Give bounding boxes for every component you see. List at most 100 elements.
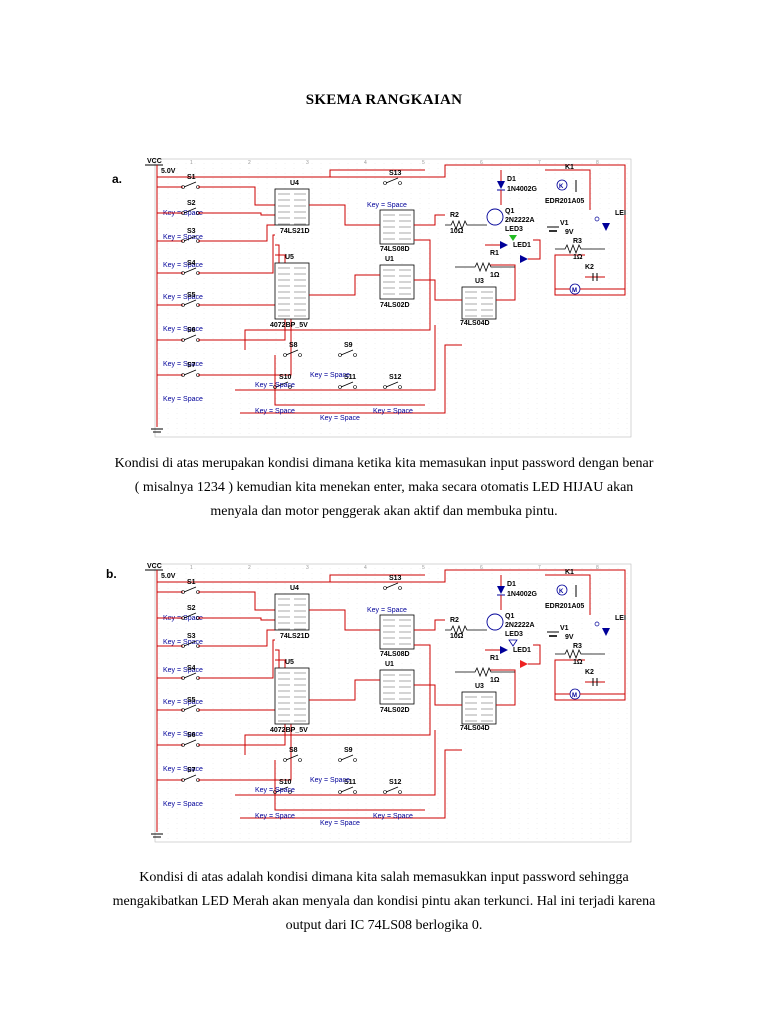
led-red: [520, 255, 528, 263]
part-ref-label: LED1: [513, 647, 531, 654]
key-label: Key = Space: [163, 699, 203, 706]
wire: [235, 325, 436, 391]
key-label: Key = Space: [163, 801, 203, 808]
part-value-label: EDR201A05: [545, 603, 584, 610]
switch-lever: [340, 754, 354, 761]
key-label: Key = Space: [163, 361, 203, 368]
led-red: [520, 660, 528, 668]
caption-line: ( misalnya 1234 ) kemudian kita menekan …: [134, 480, 634, 495]
part-value-label: 9V: [565, 634, 574, 641]
switch-lever: [275, 786, 289, 793]
part-ref-label: LED3: [505, 631, 523, 638]
caption-line: Kondisi di atas adalah kondisi dimana ki…: [139, 870, 629, 885]
ic-u5: [274, 667, 310, 725]
grid-frame: [154, 563, 632, 843]
ic-part-label: 74LS04D: [460, 320, 490, 327]
switch-lever: [183, 612, 197, 619]
ruler-tick: 5: [422, 160, 425, 166]
switch-label: S12: [389, 779, 402, 786]
ruler-tick: 4: [364, 565, 367, 571]
wire: [240, 749, 462, 819]
ruler-tick: 6: [480, 565, 483, 571]
led3-off: [508, 639, 518, 647]
document-title: SKEMA RANGKAIAN: [305, 92, 463, 108]
relay-coil: [556, 179, 568, 191]
wire: [198, 591, 275, 611]
switch-lever: [285, 349, 299, 356]
wire: [198, 224, 275, 242]
switch-label: S10: [279, 779, 292, 786]
part-value-label: 10Ω: [450, 228, 464, 235]
vcc-label: VCC: [147, 158, 162, 165]
key-label: Key = Space: [163, 234, 203, 241]
ic-ref-label: U5: [285, 659, 294, 666]
voltage-label: 5.0V: [161, 573, 176, 580]
part-ref-label: K1: [565, 164, 574, 171]
part-ref-label: Q1: [505, 208, 514, 215]
led1-diode: [500, 241, 508, 249]
caption-line: output dari IC 74LS08 berlogika 0.: [285, 918, 483, 933]
key-label: Key = Space: [367, 202, 407, 209]
grid-frame: [154, 158, 632, 438]
switch-lever: [183, 235, 197, 242]
wire: [528, 239, 541, 260]
wire: [198, 212, 275, 216]
switch-label: S11: [344, 779, 356, 786]
key-label: Key = Space: [310, 777, 350, 784]
ic-part-label: 74LS08D: [380, 651, 410, 658]
part-ref-label: R2: [450, 212, 459, 219]
key-label: Key = Space: [163, 667, 203, 674]
wire: [244, 644, 431, 755]
wire: [329, 169, 425, 177]
switch-lever: [183, 334, 197, 341]
switch-contact: [353, 790, 357, 794]
key-label: Key = Space: [320, 820, 360, 827]
switch-lever: [183, 181, 197, 188]
switch-contact: [398, 181, 402, 185]
switch-contact: [353, 353, 357, 357]
part-ref-label: R3: [573, 238, 582, 245]
vcc-label: VCC: [147, 563, 162, 570]
ic-ref-label: U4: [290, 180, 299, 187]
wire: [309, 609, 380, 631]
ic-u5: [274, 262, 310, 320]
ruler-tick: 2: [248, 160, 251, 166]
part-value-label: 1N4002G: [507, 591, 538, 598]
ruler-tick: 8: [596, 565, 599, 571]
switch-lever: [385, 786, 399, 793]
switch-contact: [398, 790, 402, 794]
caption-line: mengakibatkan LED Merah akan menyala dan…: [112, 894, 656, 909]
part-value-label: 1Ω: [490, 677, 500, 684]
part-ref-label: K1: [565, 569, 574, 576]
led3-lit-green: [509, 235, 517, 241]
ruler-tick: 3: [306, 160, 309, 166]
wire: [545, 169, 591, 210]
switch-lever: [385, 582, 399, 589]
section-b-caption: Kondisi di atas adalah kondisi dimana ki…: [80, 866, 688, 938]
key-label: Key = Space: [373, 813, 413, 820]
switch-lever: [183, 672, 197, 679]
switch-label: S2: [187, 200, 196, 207]
switch-label: S4: [187, 260, 196, 267]
diode-d1: [497, 181, 505, 189]
ruler-tick: 1: [190, 160, 193, 166]
key-label: Key = Space: [163, 262, 203, 269]
key-label: Key = Space: [163, 294, 203, 301]
wire: [414, 684, 462, 706]
switch-label: S1: [187, 174, 196, 181]
switch-label: S11: [344, 374, 356, 381]
wire: [240, 344, 462, 414]
part-ref-label: R3: [573, 643, 582, 650]
ic-ref-label: U1: [385, 661, 394, 668]
part-value-label: 2N2222A: [505, 622, 535, 629]
part-value-label: 10Ω: [450, 633, 464, 640]
switch-label: S9: [344, 747, 353, 754]
switch-label: S13: [389, 575, 402, 582]
wire: [198, 234, 275, 274]
section-a-caption: Kondisi di atas merupakan kondisi dimana…: [80, 452, 688, 524]
switch-label: S8: [289, 342, 298, 349]
section-a-label: a.: [112, 172, 123, 186]
switch-label: S1: [187, 579, 196, 586]
switch-label: S2: [187, 605, 196, 612]
part-ref-label: K2: [585, 264, 594, 271]
